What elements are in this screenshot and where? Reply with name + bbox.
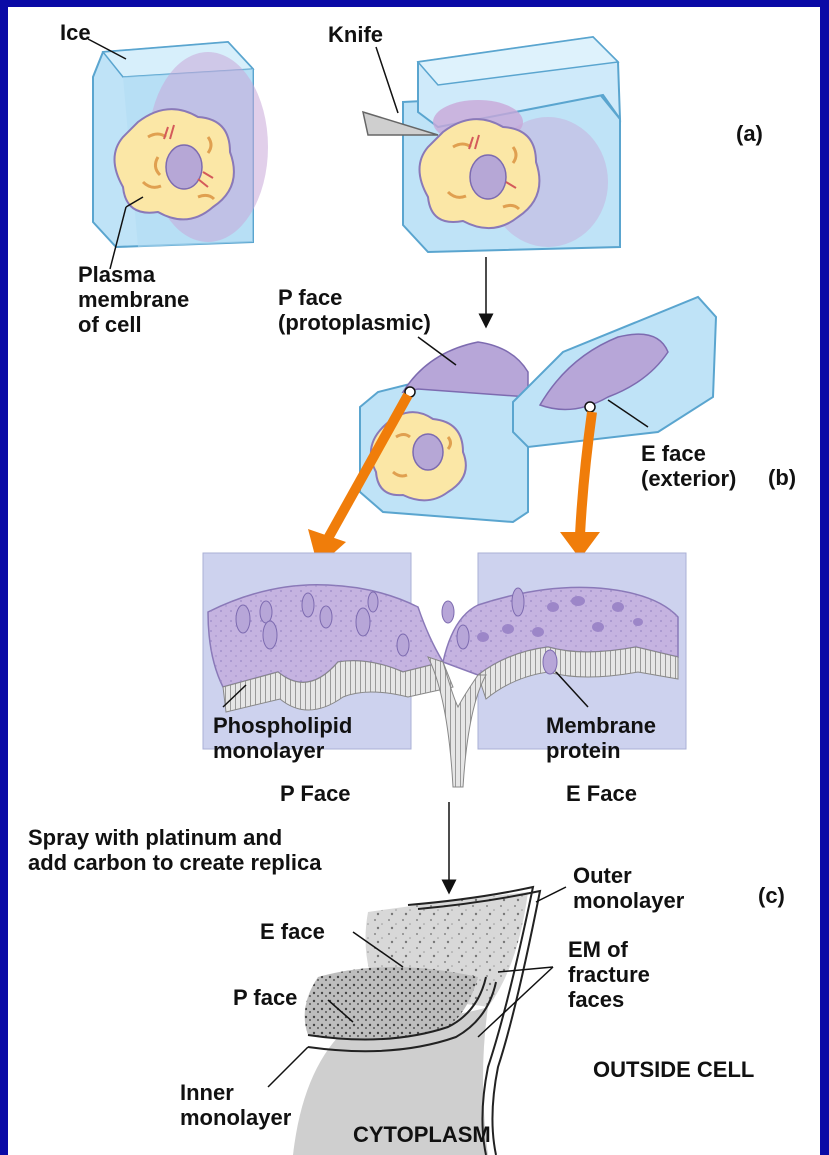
e-face-replica-label: E face	[260, 919, 325, 944]
e-face-caption: E Face	[566, 781, 637, 806]
ice-label: Ice	[60, 20, 91, 45]
diagram-canvas	[8, 7, 820, 1155]
outer-monolayer-label: Outer monolayer	[573, 863, 684, 913]
e-face-exterior-label: E face (exterior)	[641, 441, 736, 491]
panel-a-label: (a)	[736, 121, 763, 146]
p-face-caption: P Face	[280, 781, 351, 806]
panel-b-label: (b)	[768, 465, 796, 490]
p-face-protoplasmic-label: P face (protoplasmic)	[278, 285, 431, 335]
plasma-membrane-label: Plasma membrane of cell	[78, 262, 189, 337]
p-face-replica-label: P face	[233, 985, 297, 1010]
phospholipid-monolayer-label: Phospholipid monolayer	[213, 713, 352, 763]
cytoplasm-label: CYTOPLASM	[353, 1122, 491, 1147]
fractured-block-right	[513, 297, 716, 447]
panel-c-label: (c)	[758, 883, 785, 908]
spray-instruction-text: Spray with platinum and add carbon to cr…	[28, 825, 321, 875]
outside-cell-label: OUTSIDE CELL	[593, 1057, 754, 1082]
em-fracture-faces-label: EM of fracture faces	[568, 937, 650, 1012]
replica-illustration	[293, 887, 540, 1155]
knife-label: Knife	[328, 22, 383, 47]
membrane-protein-label: Membrane protein	[546, 713, 656, 763]
freeze-fracture-diagram: Ice Knife (a) Plasma membrane of cell P …	[8, 7, 820, 1155]
inner-monolayer-label: Inner monolayer	[180, 1080, 291, 1130]
